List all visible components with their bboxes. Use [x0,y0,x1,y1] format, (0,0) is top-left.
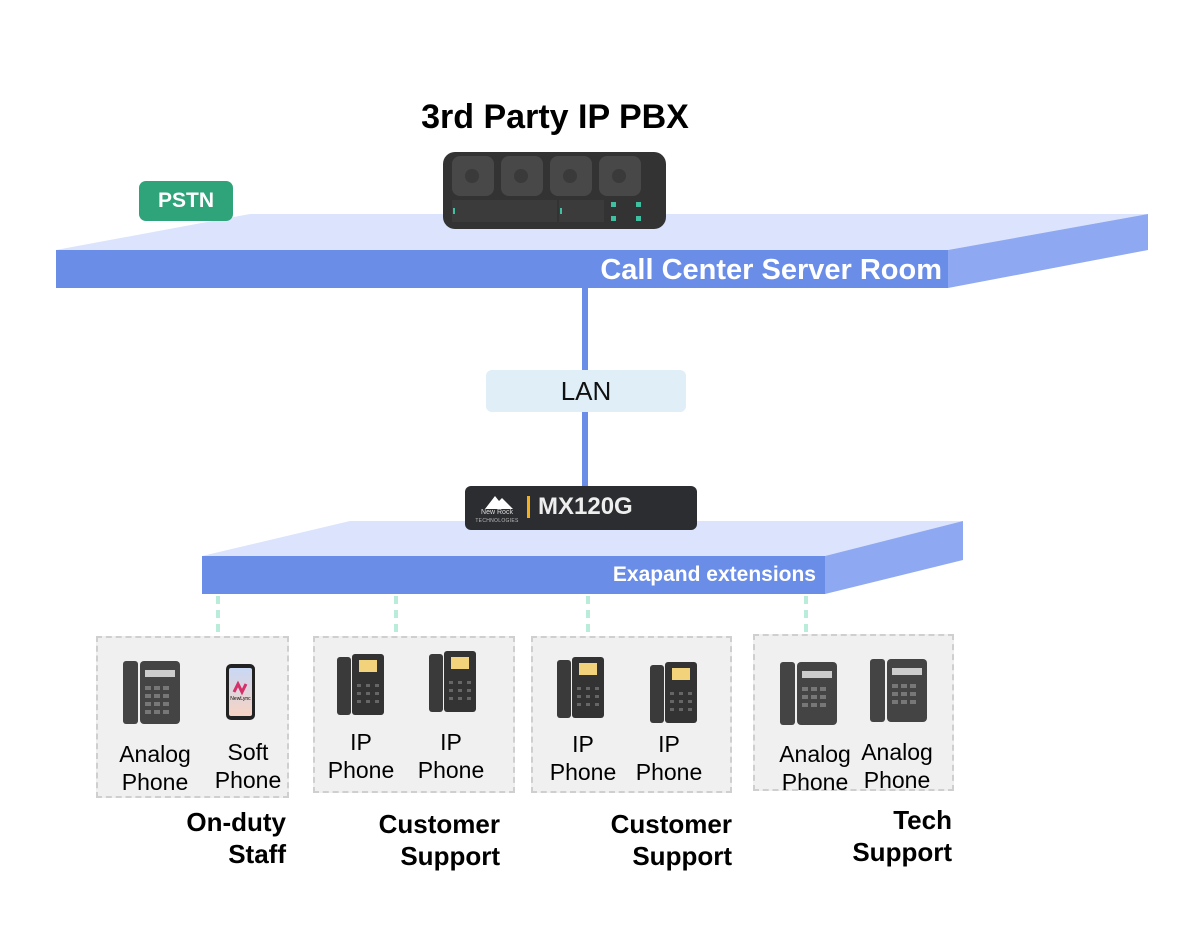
device-label-line: IP [440,729,462,755]
soft-phone-icon: NewLync [226,664,255,720]
team-label-line: Staff [228,839,286,869]
logo-divider [527,496,530,518]
extensions-label: Exapand extensions [612,563,816,586]
team-label-line: Customer [378,809,500,839]
ip-phone-icon [337,654,384,715]
device-label-line: IP [350,729,372,755]
team-label-line: Support [852,837,952,867]
device-label-line: Phone [417,757,485,783]
device-label-line: Analog [779,741,851,767]
mx120g-gateway: New Rock TECHNOLOGIES MX120G [465,486,697,530]
gateway-model: MX120G [538,493,633,520]
analog-phone-icon [123,661,180,724]
device-label-line: Phone [635,759,703,785]
team-label-line: Support [632,841,732,871]
extensions-platform-side [825,521,963,594]
ip-phone-icon [429,651,476,712]
analog-phone-icon [780,662,837,725]
server-room-label: Call Center Server Room [600,254,942,286]
server-room-platform-side [948,214,1148,288]
device-label-line: Phone [121,769,189,795]
team-label-line: On-duty [186,807,286,837]
extensions-platform-top [202,521,963,556]
device-label-line: Analog [861,739,933,765]
lan-label: LAN [486,370,686,412]
brand-name: New Rock [481,509,513,516]
new-rock-logo-icon [485,496,513,509]
device-label-line: IP [658,731,680,757]
server-room-platform-top [56,214,1148,250]
ip-phone-icon [557,657,604,718]
brand-subtitle: TECHNOLOGIES [475,518,519,524]
team-label-line: Support [400,841,500,871]
ip-phone-icon [650,662,697,723]
team-label-line: Customer [610,809,732,839]
device-label-line: Phone [549,759,617,785]
device-label-line: Soft [227,739,269,765]
soft-phone-app-name: NewLync [230,696,251,702]
device-label-line: Analog [119,741,191,767]
pbx-device-icon [443,152,666,229]
analog-phone-icon [870,659,927,722]
device-label-line: Phone [863,767,931,793]
device-label-line: IP [572,731,594,757]
device-label-line: Phone [327,757,395,783]
extensions-platform-front [202,556,825,594]
device-label-line: Phone [781,769,849,795]
device-label-line: Phone [214,767,282,793]
pstn-badge: PSTN [139,181,233,221]
team-label-line: Tech [893,805,952,835]
pbx-title: 3rd Party IP PBX [421,98,689,136]
server-room-platform-front [56,250,948,288]
